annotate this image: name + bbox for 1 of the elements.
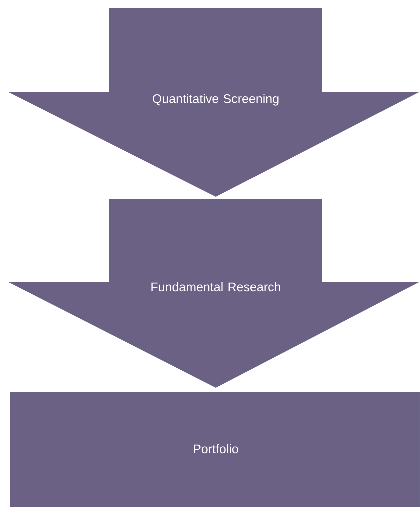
process-box: Portfolio	[10, 392, 420, 507]
